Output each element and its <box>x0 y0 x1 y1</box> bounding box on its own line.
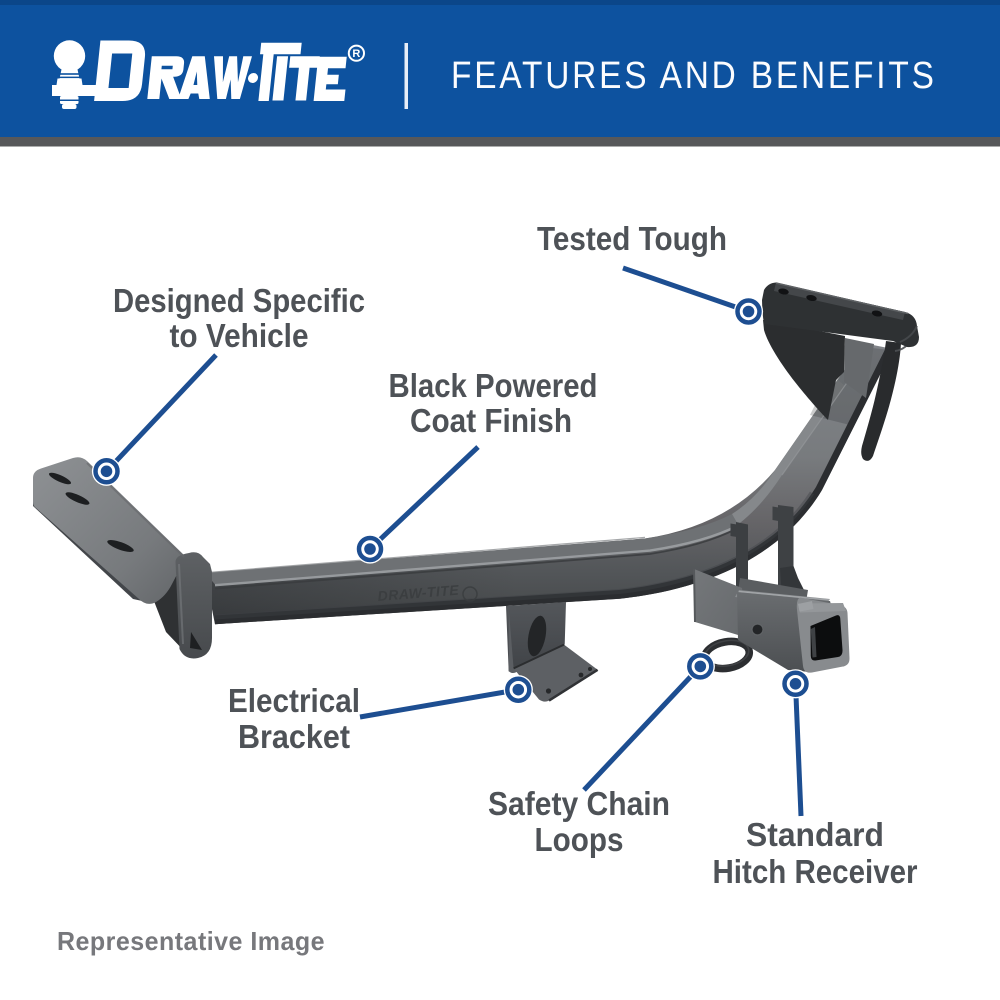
svg-text:to Vehicle: to Vehicle <box>170 317 309 354</box>
svg-text:Loops: Loops <box>535 821 624 858</box>
svg-text:Representative Image: Representative Image <box>57 926 325 956</box>
svg-text:Designed Specific: Designed Specific <box>113 282 365 319</box>
svg-text:Tested Tough: Tested Tough <box>537 220 727 257</box>
svg-text:DRAW-TITE: DRAW-TITE <box>377 582 460 604</box>
svg-text:Hitch Receiver: Hitch Receiver <box>713 853 918 890</box>
svg-text:Electrical: Electrical <box>228 682 360 719</box>
svg-text:Standard: Standard <box>746 816 884 853</box>
svg-text:Safety Chain: Safety Chain <box>488 785 670 822</box>
svg-text:FEATURES AND BENEFITS: FEATURES AND BENEFITS <box>451 54 937 96</box>
svg-text:Coat Finish: Coat Finish <box>410 402 572 439</box>
svg-text:R: R <box>352 48 360 60</box>
svg-text:Bracket: Bracket <box>238 718 350 755</box>
svg-text:Black Powered: Black Powered <box>389 367 598 404</box>
